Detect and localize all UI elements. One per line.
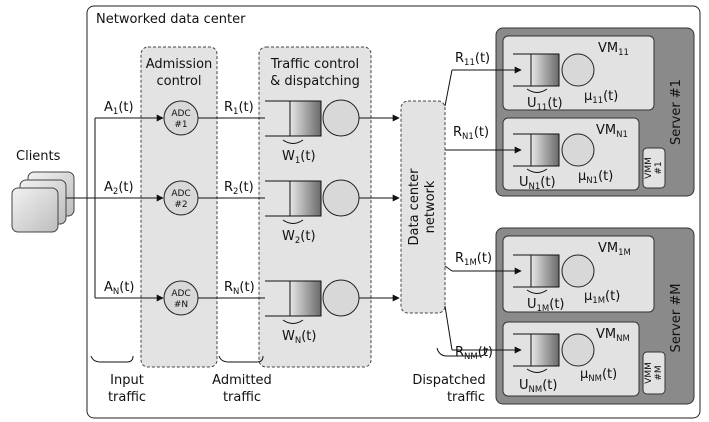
dispatched-traffic-1: Dispatched <box>412 373 485 388</box>
input-traffic-1: Input <box>110 373 144 388</box>
r11-label: R11(t) <box>455 51 490 68</box>
vm-1m-label: VM1M <box>598 241 631 258</box>
r1m-label: R1M(t) <box>455 251 492 268</box>
mu1m-label: μ1M(t) <box>584 289 620 306</box>
network-fanout-lines <box>444 69 453 351</box>
server-1: Server #1 VMM #1 VM11 U11(t) μ11(t) VMN1 <box>452 27 695 197</box>
vm-n1: VMN1 UN1(t) μN1(t) <box>452 117 640 192</box>
w2-label: W2(t) <box>282 229 316 246</box>
bottom-brackets <box>90 347 488 363</box>
adc-1-top: ADC <box>171 109 190 119</box>
u1m-label: U1M(t) <box>527 297 565 314</box>
clients-icon <box>11 171 75 233</box>
traffic-title-2: & dispatching <box>270 74 360 89</box>
adc-row-n: ADC #N AN(t) RN(t) WN(t) <box>94 279 400 346</box>
munm-label: μNM(t) <box>580 367 617 384</box>
vm-11: VM11 U11(t) μ11(t) <box>452 35 655 113</box>
client-feed-lines <box>66 118 96 290</box>
a2-label: A2(t) <box>104 180 134 197</box>
a1-label: A1(t) <box>104 100 134 117</box>
wn-label: WN(t) <box>282 329 316 346</box>
network-label-2: network <box>423 180 438 233</box>
adc-rows: ADC #1 A1(t) R1(t) W1(t) ADC #2 A2(t) R2… <box>94 99 400 346</box>
dispatcher-n <box>322 279 360 317</box>
admission-title-1: Admission <box>146 57 213 72</box>
vmm-m: VMM #M <box>642 351 666 395</box>
adc-n-bottom: #N <box>174 300 188 310</box>
adc-row-2: ADC #2 A2(t) R2(t) W2(t) <box>95 179 400 246</box>
svg-text:VMM: VMM <box>644 157 654 179</box>
rn-label: RN(t) <box>224 280 255 297</box>
vm-n1-label: VMN1 <box>596 123 628 140</box>
admitted-traffic-1: Admitted <box>212 373 272 388</box>
adc-1-bottom: #1 <box>174 120 187 130</box>
server-m: Server #M VMM #M VM1M U1M(t) μ1M(t) VMNM <box>452 227 695 405</box>
server-1-label: Server #1 <box>669 79 684 145</box>
vmm-1: VMM #1 <box>642 147 666 189</box>
svg-text:#M: #M <box>654 365 664 380</box>
rn1-label: RN1(t) <box>453 125 489 142</box>
w1-label: W1(t) <box>282 149 316 166</box>
u11-label: U11(t) <box>527 96 563 113</box>
adc-row-1: ADC #1 A1(t) R1(t) W1(t) <box>95 99 400 166</box>
admitted-traffic-2: traffic <box>223 390 261 405</box>
dispatcher-2 <box>322 179 360 217</box>
adc-2-top: ADC <box>171 189 190 199</box>
vm-nm-label: VMNM <box>596 327 630 344</box>
traffic-title-1: Traffic control <box>270 57 359 72</box>
vm-11-label: VM11 <box>598 41 629 58</box>
svg-text:#1: #1 <box>654 161 664 174</box>
mun1-label: μN1(t) <box>578 169 613 186</box>
network-label-1: Data center <box>407 168 422 246</box>
dispatcher-1 <box>322 99 360 137</box>
clients-label: Clients <box>16 149 61 164</box>
vm-1m: VM1M U1M(t) μ1M(t) <box>452 235 655 314</box>
frame-title: Networked data center <box>96 12 246 27</box>
vm-nm: VMNM UNM(t) μNM(t) <box>452 321 640 397</box>
r2-label: R2(t) <box>224 180 254 197</box>
svg-text:VMM: VMM <box>644 362 654 384</box>
r1-label: R1(t) <box>224 100 254 117</box>
mu11-label: μ11(t) <box>584 89 618 106</box>
admission-title-2: control <box>156 74 201 89</box>
adc-2-bottom: #2 <box>174 200 187 210</box>
server-m-label: Server #M <box>669 284 684 353</box>
dispatched-traffic-2: traffic <box>447 390 485 405</box>
input-traffic-2: traffic <box>108 390 146 405</box>
unm-label: UNM(t) <box>519 378 557 395</box>
an-label: AN(t) <box>104 280 135 297</box>
network-box <box>400 100 446 314</box>
adc-n-top: ADC <box>171 289 190 299</box>
un1-label: UN1(t) <box>519 175 556 192</box>
